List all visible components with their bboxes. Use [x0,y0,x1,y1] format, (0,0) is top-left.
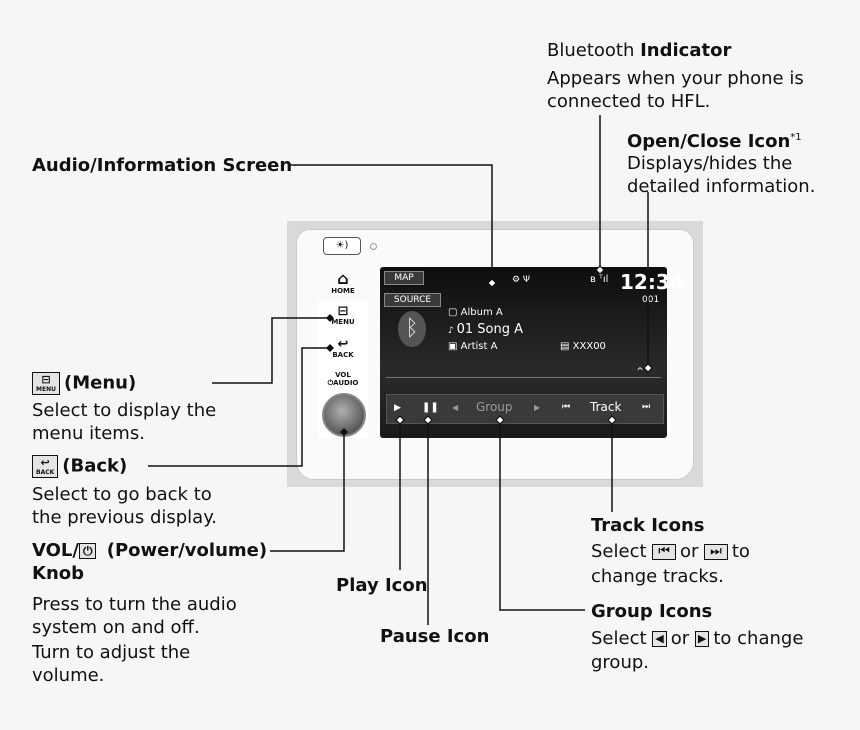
group-label: Group [476,400,513,414]
menu-callout-title: ⊟MENU(Menu) [32,372,136,395]
play-icon[interactable]: ▶ [394,403,401,413]
group-desc-or: or [670,628,690,649]
pause-icon[interactable]: ❚❚ [422,402,439,413]
track-icons-title: Track Icons [591,515,705,536]
vol-title-prefix: VOL/ [32,540,79,561]
back-icon: ↩BACK [32,455,59,478]
skip-back-icon: ⏮ [652,544,676,560]
home-label: HOME [331,287,355,295]
back-label: BACK [332,351,354,359]
song-name: 01 Song A [456,322,524,337]
track-label: Track [590,400,622,414]
track-icons-desc-1: Select ⏮or ⏭to [591,541,750,562]
menu-callout-desc-1: Select to display the [32,400,217,421]
map-button[interactable]: MAP [384,271,424,285]
bluetooth-title-bold: Indicator [640,40,732,61]
pause-icon-title: Pause Icon [380,626,490,647]
phone-status-icons: ⚙ Ψ [512,275,531,285]
home-icon: ⌂ [337,269,349,288]
vol-knob-title-2: Knob [32,563,85,584]
audio-screen-title: Audio/Information Screen [32,155,293,176]
back-title-text: (Back) [62,455,128,477]
menu-callout-desc-2: menu items. [32,423,145,444]
group-icons-desc-1: Select ◀or ▶to change [591,628,803,649]
artist-name: Artist A [460,341,498,352]
vol-label: VOL [335,371,351,379]
home-button[interactable]: ⌂ HOME [325,269,361,296]
back-callout-title: ↩BACK(Back) [32,455,127,478]
menu-label: MENU [331,318,355,326]
vol-knob-desc-1: Press to turn the audio [32,594,237,615]
indicator-dot [370,243,377,250]
file-icon: ▤ [560,341,573,352]
vol-knob-desc-4: volume. [32,665,105,686]
album-icon: ▢ [448,307,461,318]
group-desc-to-change: to change [713,628,804,649]
back-callout-desc-2: the previous display. [32,507,218,528]
group-prev-icon[interactable]: ◀ [452,403,459,412]
bluetooth-indicator-title: Bluetooth Indicator [547,40,731,61]
album-name: Album A [460,307,503,318]
bluetooth-logo-icon: ᛒ [398,311,426,347]
open-close-icon[interactable]: ⌃ [635,365,646,379]
open-close-desc-1: Displays/hides the [627,153,793,174]
open-close-title-text: Open/Close Icon [627,131,791,152]
skip-forward-icon: ⏭ [704,544,728,560]
play-icon-title: Play Icon [336,575,428,596]
track-number: 001 [642,295,660,305]
menu-button[interactable]: ⊟ MENU [325,305,361,326]
screen-divider [386,377,661,378]
prev-arrow-icon: ◀ [652,631,667,647]
open-close-title: Open/Close Icon*1 [627,127,802,152]
bluetooth-title-prefix: Bluetooth [547,40,641,61]
track-icons-desc-2: change tracks. [591,566,724,587]
vol-audio-label: VOL ⏻AUDIO [322,371,364,388]
brightness-button[interactable]: ☀) [323,237,361,255]
clock: 12:34 [620,270,684,294]
vol-knob-desc-2: system on and off. [32,617,200,638]
extra-text: ▤ XXX00 [560,341,606,352]
back-button[interactable]: ↩ BACK [325,338,361,359]
source-button[interactable]: SOURCE [384,293,441,307]
menu-icon: ⊟MENU [32,372,60,395]
track-next-icon[interactable]: ⏭ [642,402,651,412]
footnote-marker: *1 [790,132,802,143]
vol-title-suffix: (Power/volume) [100,540,268,561]
next-arrow-icon: ▶ [694,631,710,647]
bluetooth-indicator-desc-2: connected to HFL. [547,91,711,112]
back-callout-desc-1: Select to go back to [32,484,212,505]
group-icons-title: Group Icons [591,601,713,622]
vol-knob-title: VOL/⏻ (Power/volume) [32,540,267,561]
track-desc-select: Select [591,541,647,562]
menu-icon: ⊟ [337,304,349,319]
track-desc-or: or [679,541,699,562]
audio-label: ⏻AUDIO [327,379,359,387]
album-text: ▢ Album A [448,307,503,318]
vol-knob-desc-3: Turn to adjust the [32,642,191,663]
artist-icon: ▣ [448,341,461,352]
extra-value: XXX00 [572,341,606,352]
open-close-desc-2: detailed information. [627,176,816,197]
group-desc-select: Select [591,628,647,649]
group-next-icon[interactable]: ▶ [534,403,541,412]
music-note-icon: ♪ [448,326,457,336]
track-prev-icon[interactable]: ⏮ [562,402,571,412]
audio-information-screen[interactable]: MAP SOURCE ⚙ Ψ ʙ ᵀıl 12:34 001 ᛒ ▢ Album… [380,267,684,438]
song-text: ♪ 01 Song A [448,322,523,337]
menu-title-text: (Menu) [63,372,137,394]
control-bar [386,394,664,424]
group-icons-desc-2: group. [591,652,649,673]
power-icon: ⏻ [78,543,97,559]
bluetooth-indicator-desc-1: Appears when your phone is [547,68,804,89]
bluetooth-status-icon: ʙ ᵀıl [590,274,609,285]
back-icon: ↩ [337,337,349,352]
track-desc-to: to [731,541,750,562]
artist-text: ▣ Artist A [448,341,497,352]
